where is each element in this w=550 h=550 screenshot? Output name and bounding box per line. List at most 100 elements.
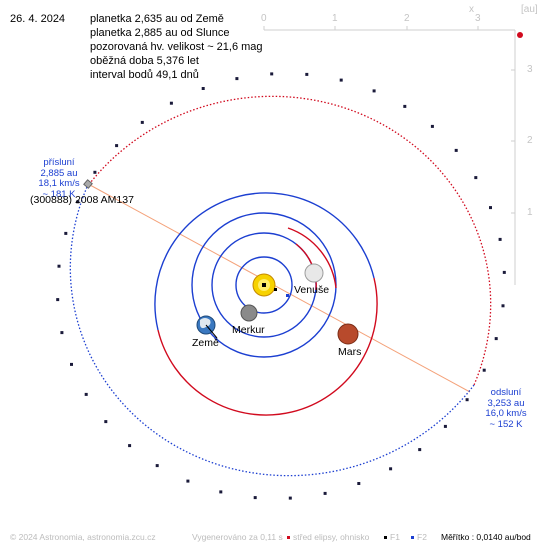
- asteroid-position-point: [288, 496, 292, 500]
- asteroid-position-point: [372, 89, 376, 93]
- asteroid-position-point: [339, 78, 343, 82]
- asteroid-position-point: [465, 398, 469, 402]
- asteroid-position-point: [323, 491, 327, 495]
- aphelion-distance: 3,253 au: [487, 397, 525, 409]
- asteroid-position-point: [64, 231, 68, 235]
- earth-land: [200, 318, 211, 329]
- mars-label: Mars: [338, 346, 362, 358]
- asteroid-orbit-point: [517, 32, 523, 38]
- inner-above: [287, 227, 337, 289]
- venus-planet: [304, 263, 324, 283]
- x-axis: [263, 26, 515, 31]
- y-tick-3: 3: [527, 64, 533, 75]
- footer-generated: Vygenerováno za 0,11 s: [192, 532, 283, 542]
- footer-scale: Měřítko : 0,0140 au/bod: [441, 532, 531, 542]
- asteroid-orbit: [69, 32, 523, 477]
- aphelion-temperature: ~ 152 K: [489, 418, 523, 430]
- asteroid-position-point: [305, 72, 309, 76]
- asteroid-position-point: [219, 490, 223, 494]
- venus-label: Venuše: [294, 284, 330, 296]
- mercury-label: Merkur: [232, 324, 265, 336]
- legend-f2-text: F2: [417, 532, 427, 542]
- x-tick-0: 0: [261, 13, 267, 24]
- mars-orbit-above: [157, 277, 378, 416]
- asteroid-name: (300888) 2008 AM137: [30, 194, 134, 206]
- mars-orbit-below: [154, 192, 375, 331]
- mercury-planet: [240, 304, 258, 322]
- asteroid-position-point: [104, 420, 108, 424]
- aphelion-label: odsluní 3,253 au 16,0 km/s ~ 152 K: [478, 387, 534, 430]
- asteroid-position-point: [186, 479, 190, 483]
- mercury-orbit: [235, 256, 293, 314]
- perihelion-temperature: ~ 181 K: [42, 188, 76, 200]
- y-tick-2: 2: [527, 135, 533, 146]
- perihelion-label: přísluní 2,885 au 18,1 km/s ~ 181 K: [32, 157, 86, 200]
- center-dot-icon: [287, 536, 290, 540]
- asteroid-position-point: [443, 424, 447, 428]
- info-line-distance-earth: planetka 2,635 au od Země: [90, 13, 224, 25]
- asteroid-position-point: [357, 482, 361, 485]
- y-axis-unit: [au]: [521, 4, 538, 15]
- f2-dot-icon: [411, 536, 414, 540]
- footer-legend-center: střed elipsy, ohnisko: [287, 532, 369, 542]
- asteroid-position-point: [70, 362, 73, 366]
- asteroid-position-point: [57, 264, 61, 268]
- asteroid-orbit-below: [69, 186, 475, 477]
- asteroid-position-point: [140, 120, 144, 124]
- earth-label: Země: [192, 337, 219, 349]
- x-axis-label: x: [469, 4, 474, 15]
- sun: [252, 273, 276, 297]
- mercury-marker: [286, 294, 289, 297]
- info-line-period: oběžná doba 5,376 let: [90, 55, 199, 67]
- asteroid-position-point: [128, 444, 132, 448]
- asteroid-position-point: [56, 298, 60, 302]
- perihelion-title: přísluní: [43, 157, 75, 168]
- date-label: 26. 4. 2024: [10, 13, 66, 25]
- asteroid-position-point: [403, 104, 407, 108]
- asteroid-position-point: [389, 467, 393, 471]
- info-line-distance-sun: planetka 2,885 au od Slunce: [90, 27, 230, 39]
- asteroid-position-point: [201, 87, 205, 90]
- asteroid-position-point: [155, 464, 159, 468]
- asteroid-position-point: [270, 72, 274, 76]
- asteroid-position-point: [235, 77, 239, 81]
- asteroid-position-point: [474, 176, 478, 180]
- info-line-magnitude: pozorovaná hv. velikost ~ 21,6 mag: [90, 41, 263, 53]
- asteroid-position-point: [501, 304, 505, 308]
- asteroid-position-point: [489, 206, 492, 210]
- venus-marker: [274, 288, 277, 291]
- y-tick-1: 1: [527, 207, 533, 218]
- perihelion-distance: 2,885 au: [40, 167, 78, 179]
- asteroid-position-point: [253, 496, 257, 500]
- asteroid-marker: [83, 179, 93, 189]
- asteroid-position-point: [418, 448, 422, 452]
- x-tick-3: 3: [475, 13, 481, 24]
- y-axis: [511, 30, 516, 285]
- info-line-interval: interval bodů 49,1 dnů: [90, 69, 199, 81]
- aphelion-title: odsluní: [490, 387, 522, 398]
- perihelion-velocity: 18,1 km/s: [38, 178, 80, 189]
- mars-planet: [337, 323, 359, 345]
- x-tick-1: 1: [332, 13, 338, 24]
- x-tick-2: 2: [404, 13, 410, 24]
- footer-copyright: © 2024 Astronomia, astronomia.zcu.cz: [10, 532, 156, 542]
- asteroid-position-point: [430, 124, 434, 128]
- sight-line: [205, 324, 218, 339]
- asteroid-orbit-points: [56, 72, 506, 500]
- asteroid-position-point: [454, 148, 458, 152]
- asteroid-position-point: [169, 101, 173, 105]
- aphelion-velocity: 16,0 km/s: [485, 408, 527, 419]
- asteroid-position-point: [498, 237, 502, 241]
- footer-legend-f1: F1: [384, 532, 400, 542]
- asteroid-position-point: [494, 337, 498, 341]
- apsis-line: [89, 184, 471, 393]
- asteroid-position-point: [502, 270, 506, 274]
- asteroid-position-point: [76, 200, 80, 204]
- legend-f1-text: F1: [390, 532, 400, 542]
- footer-legend-f2: F2: [411, 532, 427, 542]
- asteroid-position-point: [482, 368, 486, 372]
- asteroid-position-point: [84, 392, 88, 396]
- asteroid-position-point: [93, 170, 97, 174]
- asteroid-position-point: [60, 331, 64, 335]
